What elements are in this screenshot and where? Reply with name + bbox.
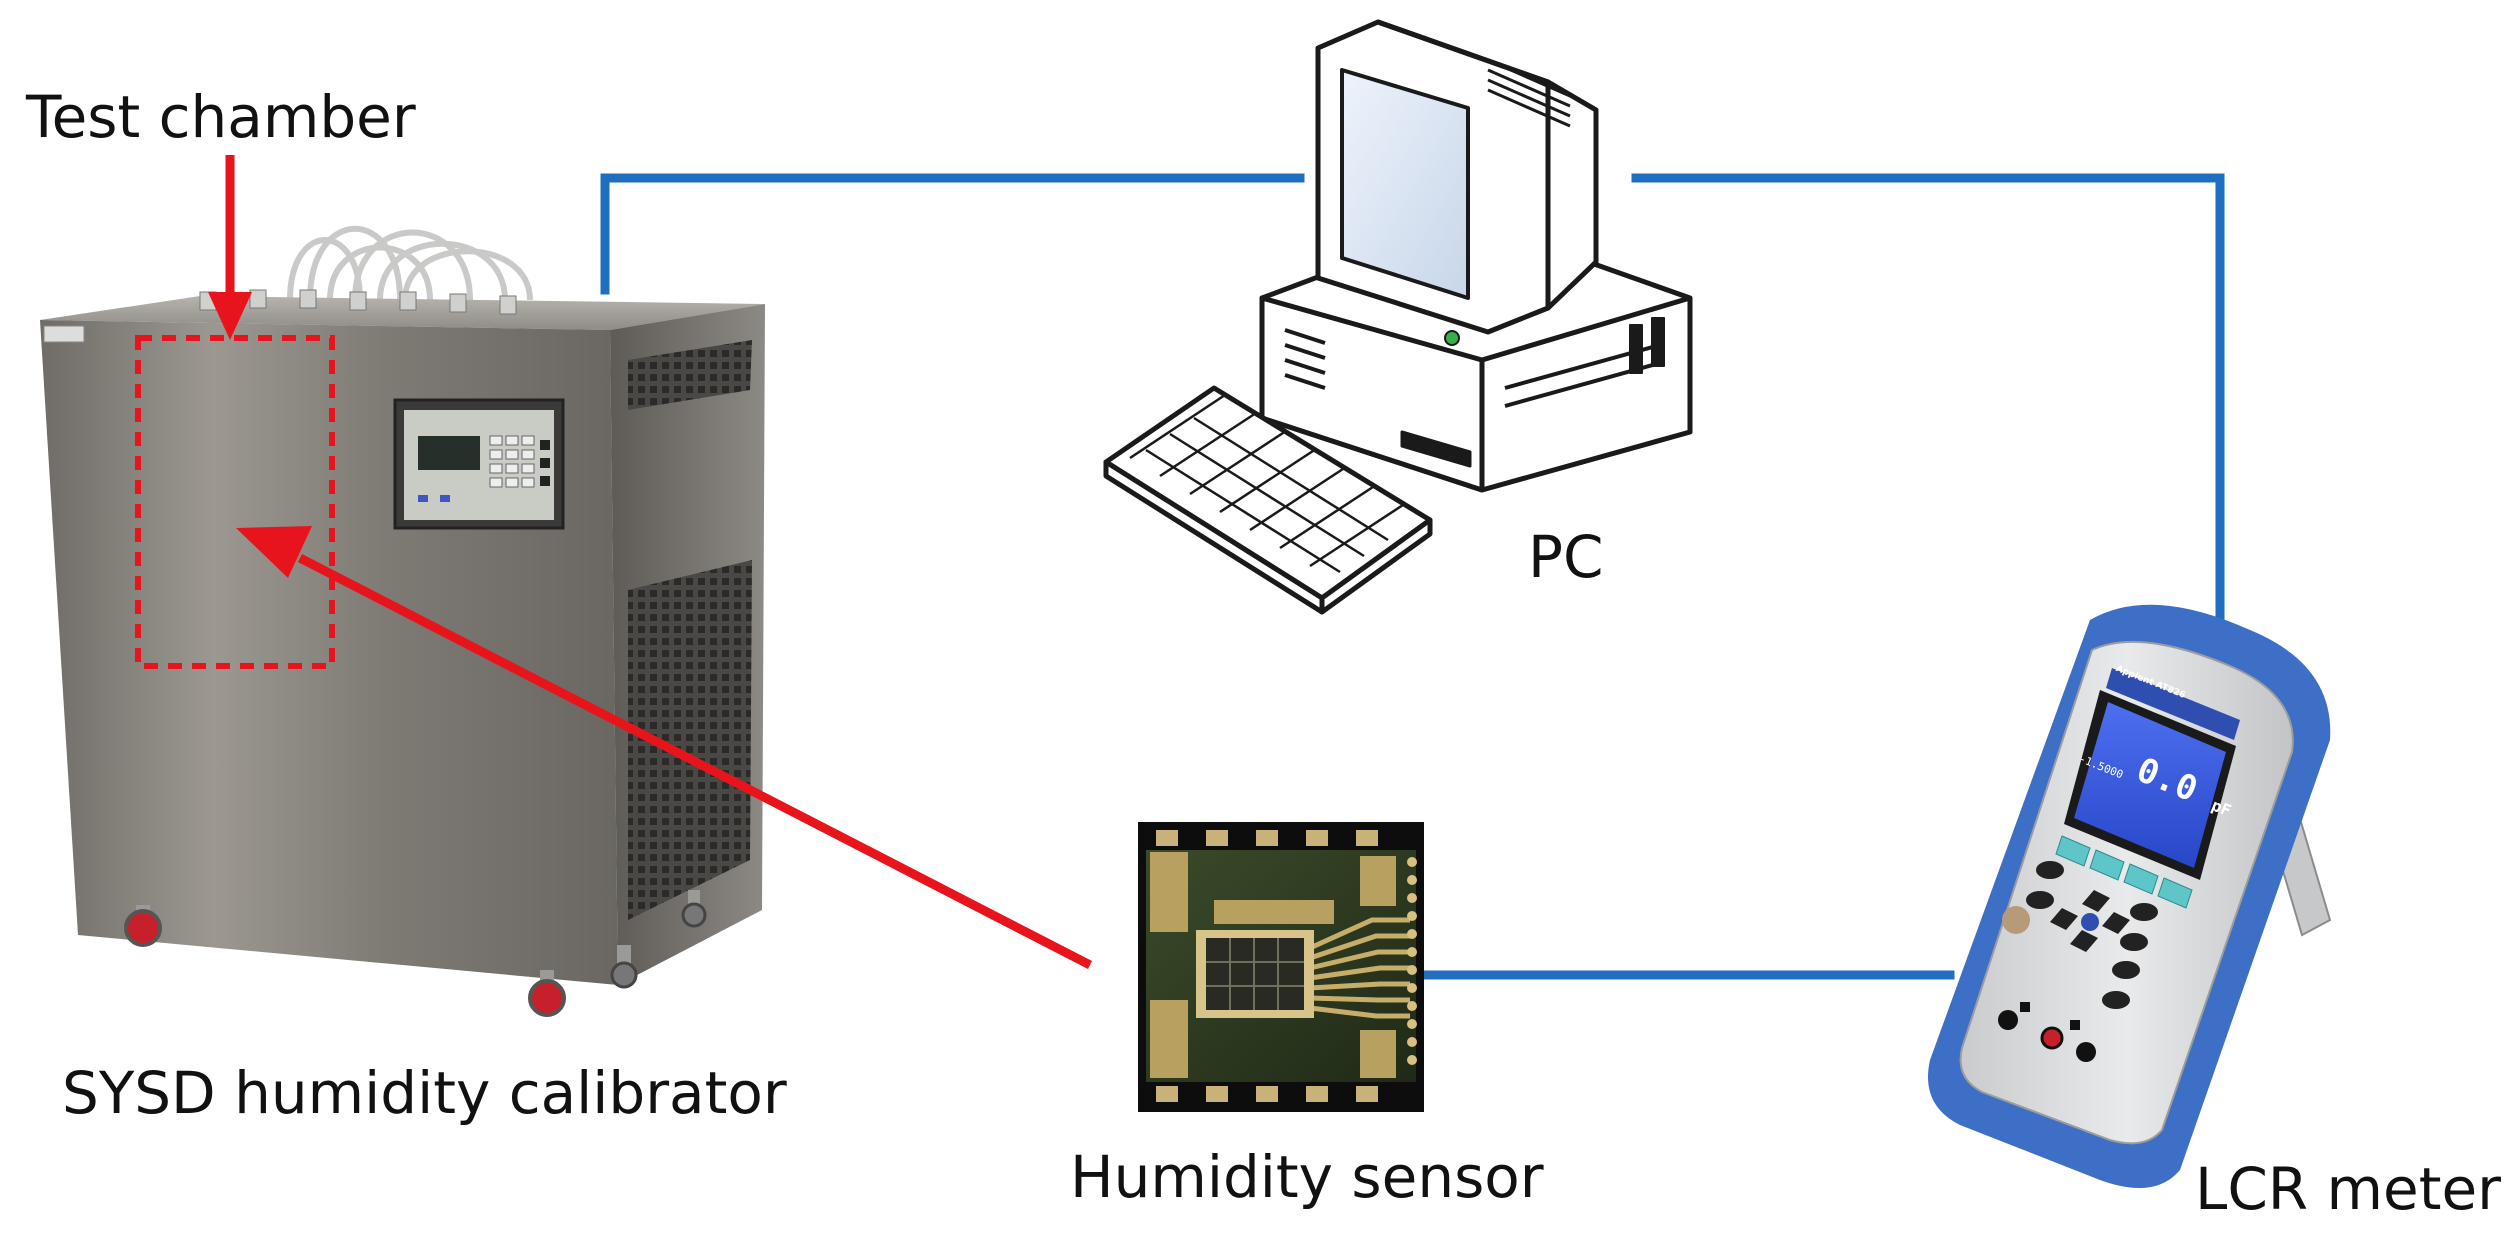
- label-pc: PC: [1528, 523, 1604, 591]
- connection-calibrator-pc: [600, 173, 1305, 295]
- label-lcr-meter: LCR meter: [2195, 1155, 2502, 1223]
- calibrator-cables: [287, 225, 533, 301]
- humidity-calibrator-image: [40, 225, 765, 1017]
- humidity-sensor-image: [1138, 822, 1424, 1112]
- label-humidity-calibrator: SYSD humidity calibrator: [62, 1059, 787, 1127]
- sensor-placement-arrow: [236, 526, 1093, 970]
- pc-illustration: [1103, 19, 1693, 615]
- label-humidity-sensor: Humidity sensor: [1070, 1143, 1544, 1211]
- test-chamber-outline: [135, 335, 335, 669]
- lcr-meter-image: [1928, 604, 2332, 1188]
- connection-lines: [600, 173, 2225, 980]
- connection-pc-lcr: [1631, 173, 2225, 625]
- label-test-chamber: Test chamber: [26, 83, 416, 151]
- calibrator-wheels: [124, 890, 707, 1017]
- test-chamber-arrow: [208, 155, 252, 340]
